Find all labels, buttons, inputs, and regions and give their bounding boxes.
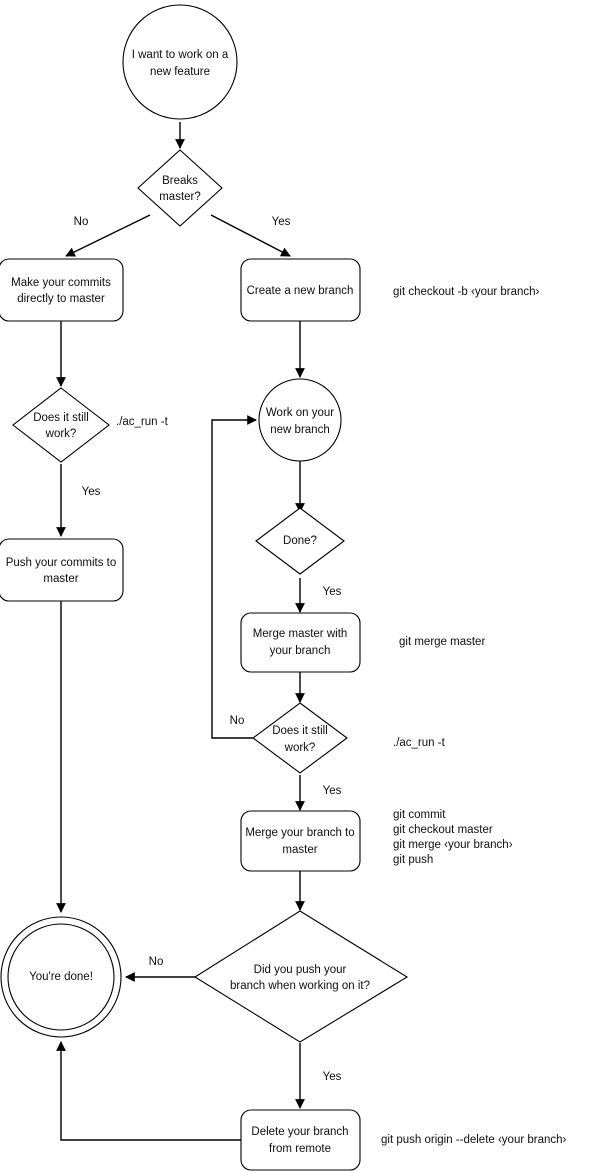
annotation-merge-branch-cmd-0: git commit — [393, 809, 446, 821]
merge-branch-box — [240, 810, 361, 872]
breaks-master-label-line1: Breaks — [162, 175, 198, 187]
merge-master-label-line1: Merge master with — [253, 628, 348, 640]
annotation-merge-master-cmd: git merge master — [399, 636, 485, 648]
start-label-line1: I want to work on a — [132, 49, 229, 61]
breaks-master-label-line2: master? — [159, 191, 201, 203]
edge-label-right-work-yes: Yes — [323, 785, 342, 797]
node-create-branch[interactable]: Create a new branch — [240, 258, 361, 322]
annotation-merge-branch-cmd-3: git push — [393, 854, 433, 866]
work-branch-label-line2: new branch — [270, 424, 329, 436]
push-commits-label-line2: master — [43, 573, 78, 585]
does-it-work-left-diamond — [12, 387, 110, 463]
annotation-left-test-cmd: ./ac_run -t — [116, 416, 169, 428]
annotation-right-test-cmd: ./ac_run -t — [393, 737, 446, 749]
edge-test-right-no-loop-to-work-branch — [211, 415, 257, 739]
annotation-merge-branch-cmd-2: git merge ‹your branch› — [393, 839, 513, 851]
node-delete-branch[interactable]: Delete your branch from remote — [240, 1109, 361, 1171]
youre-done-inner-circle — [7, 923, 115, 1031]
start-label-line2: new feature — [150, 66, 210, 78]
delete-branch-label-line1: Delete your branch — [251, 1126, 348, 1138]
did-you-push-label-line1: Did you push your — [254, 964, 347, 976]
annotations-layer: git checkout -b ‹your branch› ./ac_run -… — [116, 286, 567, 1146]
node-does-it-work-right[interactable]: Does it still work? — [252, 702, 348, 774]
edge-breaks-yes-to-create-branch — [210, 214, 291, 257]
does-it-work-right-label-line1: Does it still — [272, 725, 328, 737]
create-branch-label: Create a new branch — [247, 285, 354, 297]
done-question-diamond — [255, 507, 345, 575]
merge-branch-label-line1: Merge your branch to — [245, 827, 354, 839]
edge-label-right-work-no: No — [230, 715, 245, 727]
merge-master-box — [240, 612, 361, 673]
merge-master-label-line2: your branch — [270, 645, 331, 657]
did-you-push-label-line2: branch when working on it? — [230, 980, 370, 992]
delete-branch-box — [240, 1109, 361, 1171]
did-you-push-diamond — [193, 910, 409, 1043]
create-branch-box — [240, 258, 361, 322]
done-question-label: Done? — [283, 535, 317, 547]
push-commits-label-line1: Push your commits to — [6, 557, 117, 569]
annotation-delete-branch-cmd: git push origin --delete ‹your branch› — [381, 1134, 567, 1146]
delete-branch-label-line2: from remote — [269, 1143, 331, 1155]
edge-labels-layer: No Yes Yes Yes No Yes No Yes — [74, 216, 342, 1083]
work-branch-circle — [258, 378, 342, 462]
does-it-work-left-label-line1: Does it still — [33, 412, 89, 424]
edge-label-breaks-no: No — [74, 216, 89, 228]
node-done-question[interactable]: Done? — [255, 507, 345, 575]
edge-label-push-q-no: No — [149, 956, 164, 968]
edge-breaks-no-to-make-commits — [65, 214, 151, 257]
node-does-it-work-left[interactable]: Does it still work? — [12, 387, 110, 463]
node-push-commits[interactable]: Push your commits to master — [0, 538, 124, 602]
start-circle — [122, 4, 238, 120]
youre-done-label: You're done! — [29, 971, 93, 983]
node-youre-done[interactable]: You're done! — [0, 916, 122, 1038]
node-merge-branch[interactable]: Merge your branch to master — [240, 810, 361, 872]
annotation-merge-branch-cmd-1: git checkout master — [393, 824, 493, 836]
does-it-work-right-diamond — [252, 702, 348, 774]
node-did-you-push[interactable]: Did you push your branch when working on… — [193, 910, 409, 1043]
does-it-work-left-label-line2: work? — [45, 428, 77, 440]
make-commits-label-line1: Make your commits — [11, 277, 111, 289]
node-work-branch[interactable]: Work on your new branch — [258, 378, 342, 462]
node-breaks-master[interactable]: Breaks master? — [137, 149, 223, 227]
node-start[interactable]: I want to work on a new feature — [122, 4, 238, 120]
edge-delete-branch-to-youre-done — [56, 1041, 241, 1141]
node-make-commits[interactable]: Make your commits directly to master — [0, 258, 124, 322]
edge-label-left-work-yes: Yes — [82, 486, 101, 498]
does-it-work-right-label-line2: work? — [284, 742, 316, 754]
edges-layer — [56, 122, 305, 1141]
node-merge-master[interactable]: Merge master with your branch — [240, 612, 361, 673]
annotation-create-branch-cmd: git checkout -b ‹your branch› — [393, 286, 540, 298]
merge-branch-label-line2: master — [282, 844, 317, 856]
make-commits-box — [0, 258, 124, 322]
edge-label-breaks-yes: Yes — [272, 216, 291, 228]
make-commits-label-line2: directly to master — [17, 293, 105, 305]
edge-label-done-yes: Yes — [323, 586, 342, 598]
edge-label-push-q-yes: Yes — [323, 1071, 342, 1083]
push-commits-box — [0, 538, 124, 602]
work-branch-label-line1: Work on your — [266, 407, 334, 419]
breaks-master-diamond — [137, 149, 223, 227]
